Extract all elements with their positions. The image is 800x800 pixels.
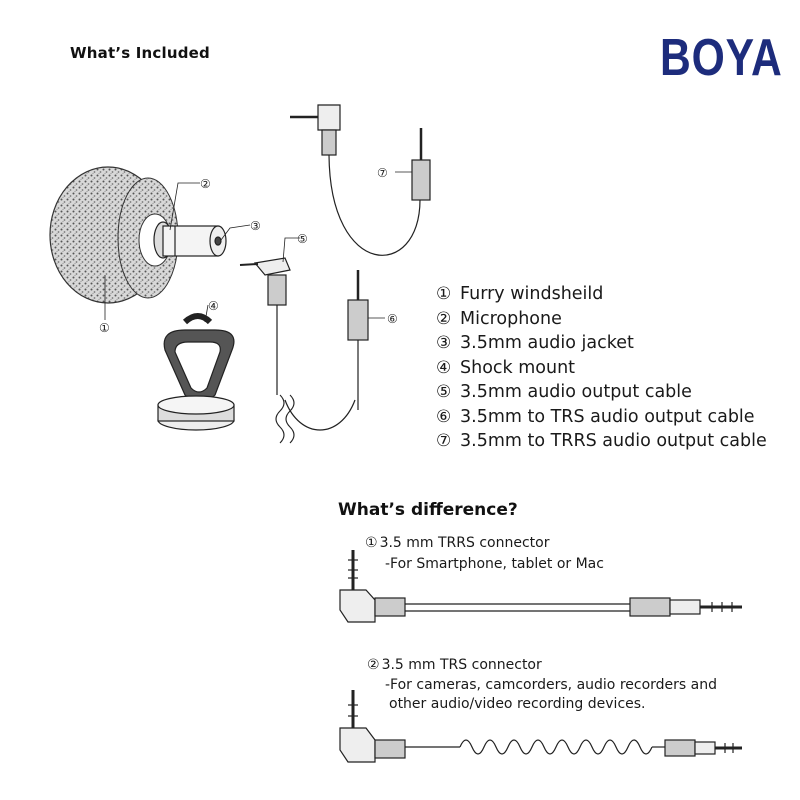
legend-item: ⑥ 3.5mm to TRS audio output cable xyxy=(436,405,767,430)
windshield-drawing xyxy=(49,166,179,304)
callout-5: ⑤ xyxy=(297,232,308,246)
legend-label: 3.5mm audio jacket xyxy=(460,333,634,354)
legend-label: Shock mount xyxy=(460,357,576,378)
legend-label: Microphone xyxy=(460,308,562,329)
legend-label: 3.5mm audio output cable xyxy=(460,382,692,403)
cable-7-drawing xyxy=(290,104,431,256)
trrs-cable-drawing xyxy=(339,550,742,623)
legend-item: ⑦ 3.5mm to TRRS audio output cable xyxy=(436,429,767,454)
connector-title: 3.5 mm TRRS connector xyxy=(379,535,550,551)
connector-title: 3.5 mm TRS connector xyxy=(381,657,542,673)
connector-description: -For cameras, camcorders, audio recorder… xyxy=(385,677,717,693)
legend-number: ④ xyxy=(436,357,452,378)
trs-cable-drawing xyxy=(339,690,742,763)
legend-label: 3.5mm to TRRS audio output cable xyxy=(460,431,767,452)
legend-label: Furry windsheild xyxy=(460,284,604,305)
callout-6: ⑥ xyxy=(387,312,398,326)
callout-7: ⑦ xyxy=(377,166,388,180)
components-legend: ① Furry windsheild ② Microphone ③ 3.5mm … xyxy=(436,282,767,454)
connector-description: other audio/video recording devices. xyxy=(389,696,646,712)
callout-numbers: ② ③ ⑤ ① ④ ⑥ ⑦ xyxy=(99,166,398,335)
shock-mount-drawing xyxy=(157,313,235,431)
callout-1: ① xyxy=(99,321,110,335)
legend-item: ③ 3.5mm audio jacket xyxy=(436,331,767,356)
legend-number: ① xyxy=(436,284,452,305)
connector-number: ① xyxy=(365,535,378,551)
legend-item: ② Microphone xyxy=(436,307,767,332)
brand-logo: BOYA xyxy=(660,29,783,87)
connector-description: -For Smartphone, tablet or Mac xyxy=(385,556,604,572)
difference-heading: What’s difference? xyxy=(338,500,518,520)
callout-3: ③ xyxy=(250,219,261,233)
page-title: What’s Included xyxy=(70,44,210,62)
legend-item: ⑤ 3.5mm audio output cable xyxy=(436,380,767,405)
legend-item: ① Furry windsheild xyxy=(436,282,767,307)
microphone-drawing xyxy=(153,221,227,259)
legend-number: ⑦ xyxy=(436,431,452,452)
legend-number: ⑤ xyxy=(436,382,452,403)
cable-5-drawing xyxy=(239,257,369,444)
legend-number: ② xyxy=(436,308,452,329)
legend-label: 3.5mm to TRS audio output cable xyxy=(460,406,755,427)
legend-number: ③ xyxy=(436,333,452,354)
legend-item: ④ Shock mount xyxy=(436,356,767,381)
callout-4: ④ xyxy=(208,299,219,313)
callout-2: ② xyxy=(200,177,211,191)
legend-number: ⑥ xyxy=(436,406,452,427)
connector-number: ② xyxy=(367,657,380,673)
